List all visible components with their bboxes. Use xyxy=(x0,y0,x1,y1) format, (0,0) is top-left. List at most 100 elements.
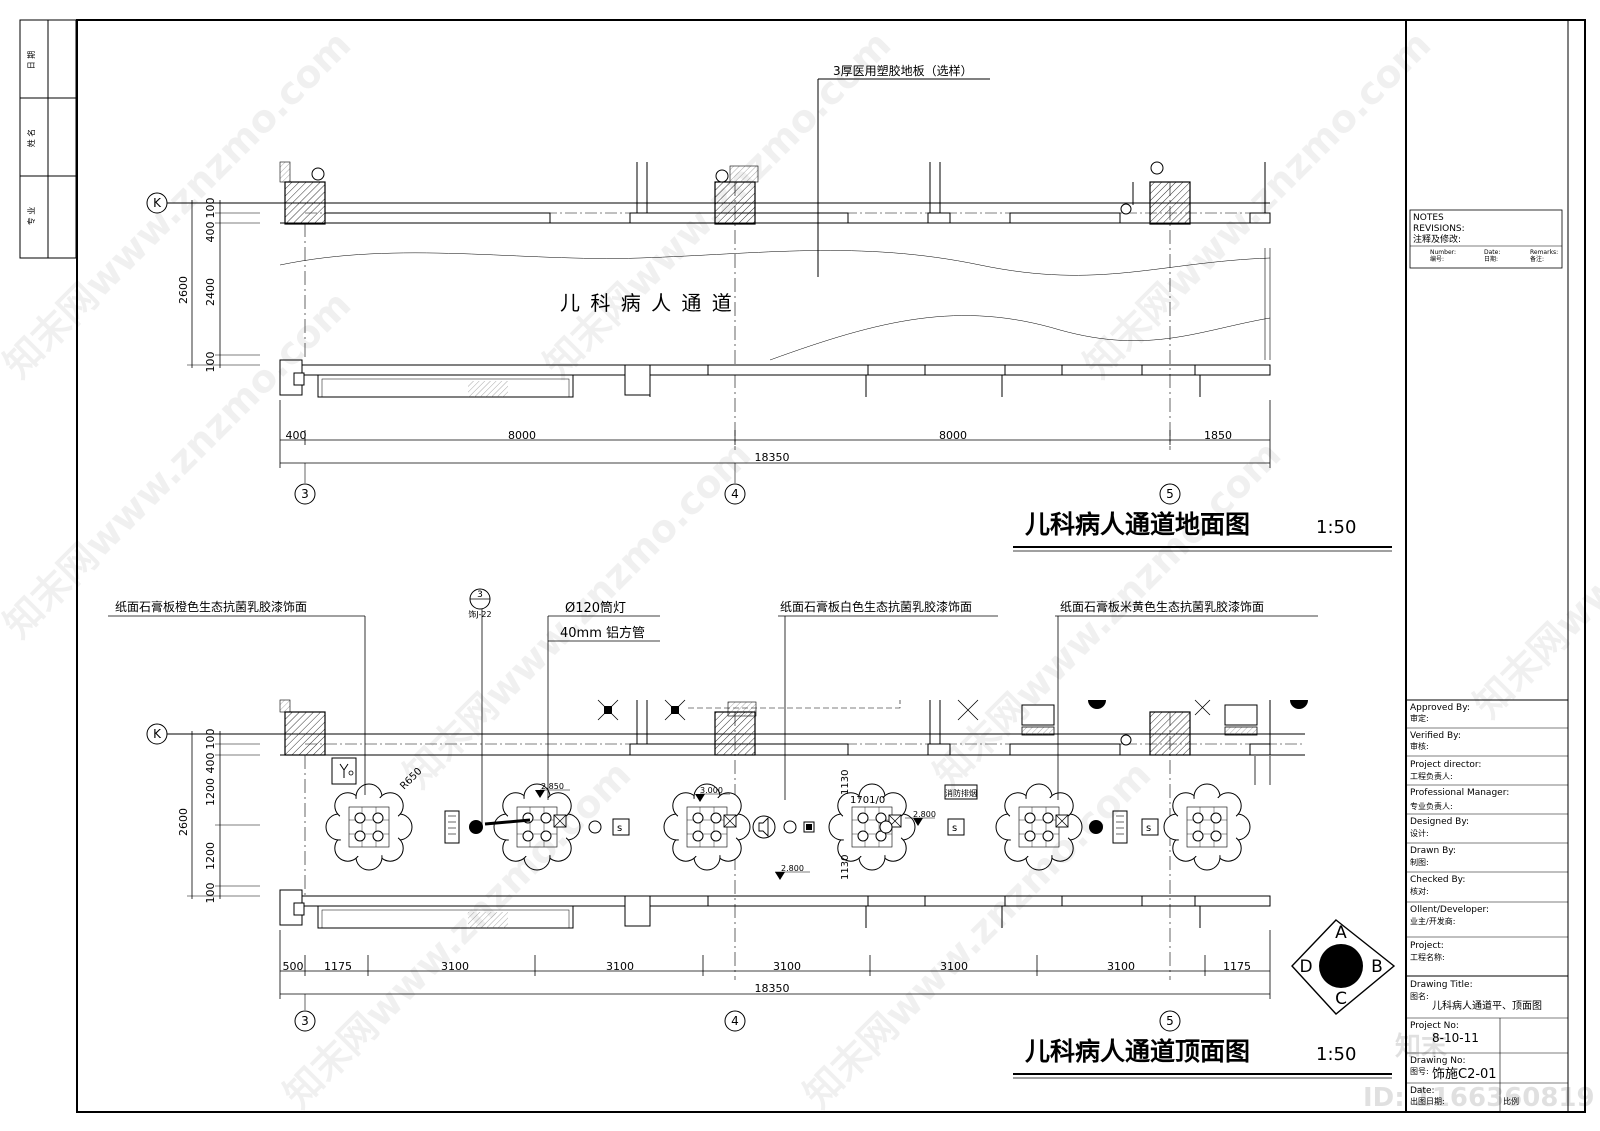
tb-drawn: Drawn By: xyxy=(1410,846,1456,856)
ceiling-grid-label-k: K xyxy=(153,727,162,741)
tb-approved: Approved By: xyxy=(1410,703,1470,713)
smoke-detector-icon xyxy=(588,820,602,834)
speaker-box-icon xyxy=(612,818,630,836)
compass-c: C xyxy=(1335,989,1347,1009)
floor-dim-v-100: 100 xyxy=(204,198,217,219)
watermark-text-6: 知末网www.znzmo.com xyxy=(925,432,1289,796)
dim-1130b: 1130 xyxy=(840,855,851,880)
downlight-icon xyxy=(1024,830,1036,842)
grid-label-k: K xyxy=(153,196,162,210)
downlight-icon xyxy=(857,812,869,824)
side-strip-name-label: 姓 名 xyxy=(26,129,36,148)
tb-approved-cn: 审定: xyxy=(1410,713,1429,723)
tb-drawing-no-cn: 图号: xyxy=(1410,1067,1429,1076)
downlight-icon xyxy=(372,812,384,824)
ceiling-grid-bubble-4 xyxy=(724,1010,746,1032)
tb-checked-cn: 核对: xyxy=(1410,886,1429,896)
grid-label-4: 4 xyxy=(731,487,739,501)
tb-client: Ollent/Developer: xyxy=(1410,905,1489,915)
ceiling-dim-v-1200a: 1200 xyxy=(204,778,217,806)
room-label: 儿 科 病 人 通 道 xyxy=(560,291,734,315)
tb-drawn-cn: 制图: xyxy=(1410,857,1429,867)
watermark-text-5: 知末网www.znzmo.com xyxy=(395,432,759,796)
ceiling-grid-label-3: 3 xyxy=(301,1014,309,1028)
watermark-text-2: 知末网www.znzmo.com xyxy=(535,22,899,386)
smoke-exhaust-box xyxy=(944,784,978,800)
floor-dim-v-2400: 2400 xyxy=(204,278,217,306)
tb-project-director: Project director: xyxy=(1410,760,1481,770)
floor-material-note: 3厚医用塑胶地板（选样） xyxy=(833,63,973,78)
ceiling-dim-v-400: 400 xyxy=(204,753,217,774)
grid-bubble-5 xyxy=(1159,483,1181,505)
speaker-box-icon-3 xyxy=(1141,818,1159,836)
flower-light-fixtures xyxy=(325,783,1251,871)
title-block: NOTES REVISIONS: 注释及修改: Number: 编号: Date… xyxy=(1406,209,1568,1112)
note-beige-paint: 纸面石膏板米黄色生态抗菌乳胶漆饰面 xyxy=(1060,599,1264,614)
column-3 xyxy=(284,181,326,225)
smoke-detector-icon-3 xyxy=(879,820,893,834)
tb-notes: NOTES xyxy=(1413,213,1444,223)
floor-dim-h-1850: 1850 xyxy=(1204,429,1232,442)
ceiling-dim-v-1200b: 1200 xyxy=(204,842,217,870)
watermark-text-3: 知末网www.znzmo.com xyxy=(1075,22,1439,386)
floor-dim-v-400: 400 xyxy=(204,222,217,243)
tb-project-director-cn: 工程负责人: xyxy=(1410,771,1453,781)
tb-drawing-title-value: 儿科病人通道平、顶面图 xyxy=(1432,999,1542,1012)
tb-drawing-title-cn: 图名: xyxy=(1410,991,1429,1001)
downlight-icon xyxy=(1192,812,1204,824)
tb-professional-manager-cn: 专业负责人: xyxy=(1410,801,1453,811)
level-2800b: 2.800 xyxy=(781,864,804,873)
downlight-icon xyxy=(540,830,552,842)
svg-text:s: s xyxy=(952,823,957,834)
ceiling-dim-h-500: 500 xyxy=(283,960,304,973)
downlight-icon xyxy=(692,812,704,824)
note-white-paint: 纸面石膏板白色生态抗菌乳胶漆饰面 xyxy=(780,599,972,614)
floor-dim-v-total: 2600 xyxy=(177,276,190,304)
floor-plan-title: 儿科病人通道地面图 xyxy=(1025,510,1250,539)
tb-date-cn: 出图日期: xyxy=(1410,1096,1445,1106)
downlight-icon xyxy=(372,830,384,842)
ceiling-plan-title: 儿科病人通道顶面图 xyxy=(1025,1037,1250,1066)
svg-text:s: s xyxy=(1146,823,1151,834)
ceiling-plan-scale: 1:50 xyxy=(1316,1044,1356,1065)
tb-client-cn: 业主/开发商: xyxy=(1410,916,1455,926)
watermark-text-7: 知末网www.znzmo.com xyxy=(1465,362,1600,726)
compass-a: A xyxy=(1335,923,1347,943)
tb-drawing-no: Drawing No: xyxy=(1410,1056,1466,1066)
tb-date-label: Date: xyxy=(1410,1086,1435,1096)
downlight-icon xyxy=(1192,830,1204,842)
note-aluminum-tube: 40mm 铝方管 xyxy=(560,625,645,641)
level-2800a: 2.800 xyxy=(913,810,936,819)
watermark-logo: 知末 xyxy=(1395,1032,1448,1062)
ceiling-dim-v-100: 100 xyxy=(204,729,217,750)
side-strip: 日 期 姓 名 专 业 xyxy=(19,19,77,259)
tb-drawing-title: Drawing Title: xyxy=(1410,980,1473,990)
downlight-icon xyxy=(710,812,722,824)
tb-drawing-no-value: 饰施C2-01 xyxy=(1432,1067,1497,1082)
dim-1701: 1701/0 xyxy=(850,795,885,806)
ceiling-dim-h-3100d: 3100 xyxy=(940,960,968,973)
tb-professional-manager: Professional Manager: xyxy=(1410,788,1509,798)
tb-number: Number: xyxy=(1430,249,1456,256)
detail-ref-number: 3 xyxy=(477,590,483,600)
flower-light-fixture xyxy=(663,783,751,871)
tb-verified: Verified By: xyxy=(1410,731,1461,741)
floor-dim-h-8000b: 8000 xyxy=(939,429,967,442)
smoke-detector-icon-2 xyxy=(783,820,797,834)
ceiling-dim-total: 18350 xyxy=(755,982,790,995)
downlight-icon xyxy=(522,830,534,842)
ceiling-dim-h-3100c: 3100 xyxy=(773,960,801,973)
tb-designed-cn: 设计: xyxy=(1410,828,1429,838)
vent-grille-icon-2 xyxy=(1112,810,1128,844)
orientation-compass: A B C D xyxy=(1291,919,1396,1015)
tb-number-cn: 编号: xyxy=(1430,255,1444,263)
downlight-icon xyxy=(540,812,552,824)
tb-project: Project: xyxy=(1410,941,1444,951)
grid-bubble-3 xyxy=(294,483,316,505)
floor-dim-total: 18350 xyxy=(755,451,790,464)
downlight-icon xyxy=(710,830,722,842)
tb-notes-cn: 注释及修改: xyxy=(1413,233,1461,245)
speaker-icon xyxy=(752,815,776,839)
side-strip-date-label: 日 期 xyxy=(27,51,36,70)
